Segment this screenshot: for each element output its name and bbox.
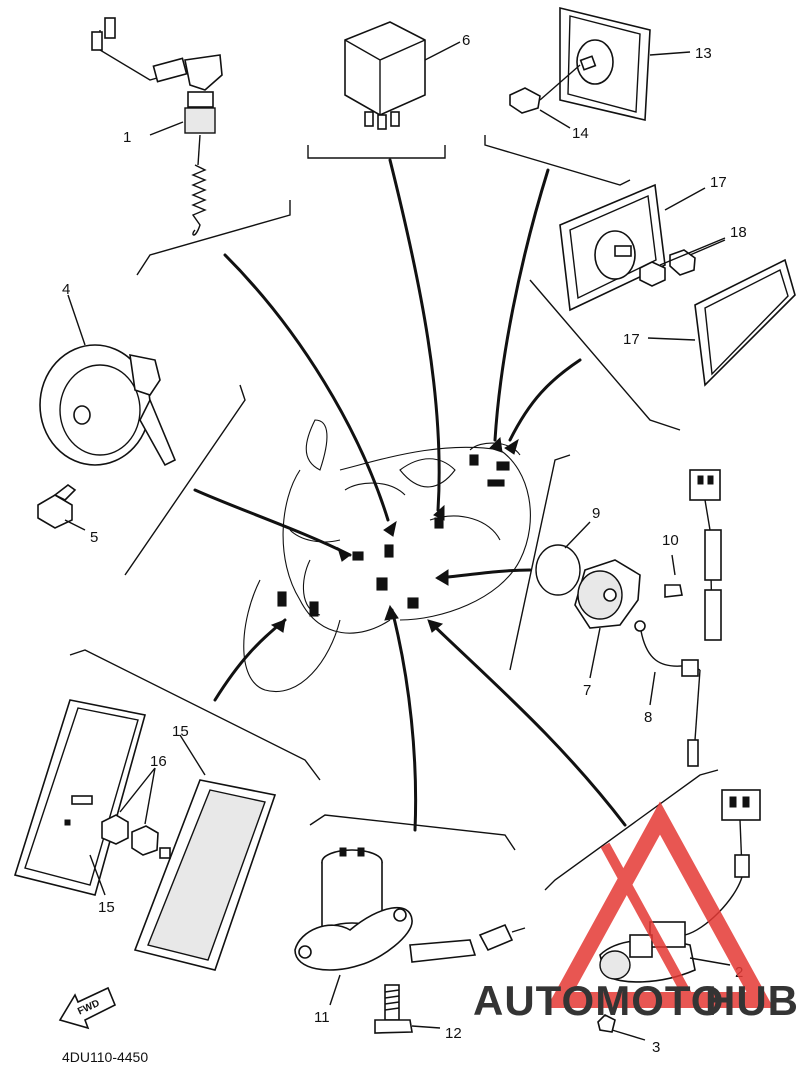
fwd-arrow: FWD	[58, 986, 117, 1030]
callout-14: 14	[572, 125, 589, 142]
callout-9: 9	[592, 505, 600, 522]
part-9-7-8-10-switch	[535, 469, 722, 767]
callout-17-top: 17	[710, 174, 727, 191]
callout-8: 8	[644, 709, 652, 726]
part-4-horn	[37, 294, 177, 531]
callout-6: 6	[462, 32, 470, 49]
callout-15-bottom: 15	[98, 899, 115, 916]
part-1-switch	[91, 17, 223, 236]
watermark-logo: AUTOMOTO HUB	[473, 801, 799, 1024]
callout-4: 4	[62, 281, 70, 298]
callout-3: 3	[652, 1039, 660, 1056]
callout-5: 5	[90, 529, 98, 546]
watermark-text-main: AUTOMOTO	[473, 977, 724, 1024]
watermark-triangle-inner	[600, 842, 695, 1003]
callout-labels: 1 2 3 4 5 6 7 8 9 10 11 12 13 14 15 15 1…	[62, 32, 747, 1056]
callout-7: 7	[583, 682, 591, 699]
routing-lines	[193, 158, 627, 832]
part-13-reflector	[509, 6, 691, 129]
drawing-code: 4DU110-4450	[62, 1049, 148, 1065]
watermark-text-accent: HUB	[705, 977, 799, 1024]
motorcycle-outline	[243, 419, 531, 693]
callout-15-top: 15	[172, 723, 189, 740]
callout-16: 16	[150, 753, 167, 770]
part-11-oil-switch	[294, 847, 526, 1006]
callout-11: 11	[314, 1009, 330, 1026]
callout-13: 13	[695, 45, 712, 62]
callout-18: 18	[730, 224, 747, 241]
callout-17-bottom: 17	[623, 331, 640, 348]
part-15-16-reflectors	[13, 699, 277, 971]
part-6-relay	[344, 21, 461, 130]
part-12-bolt	[374, 984, 441, 1034]
callout-12: 12	[445, 1025, 462, 1042]
part-17-reflectors	[559, 183, 796, 387]
callout-1: 1	[123, 129, 131, 146]
watermark-triangle-outer	[546, 801, 774, 1008]
group-brackets	[69, 135, 719, 891]
callout-10: 10	[662, 532, 679, 549]
